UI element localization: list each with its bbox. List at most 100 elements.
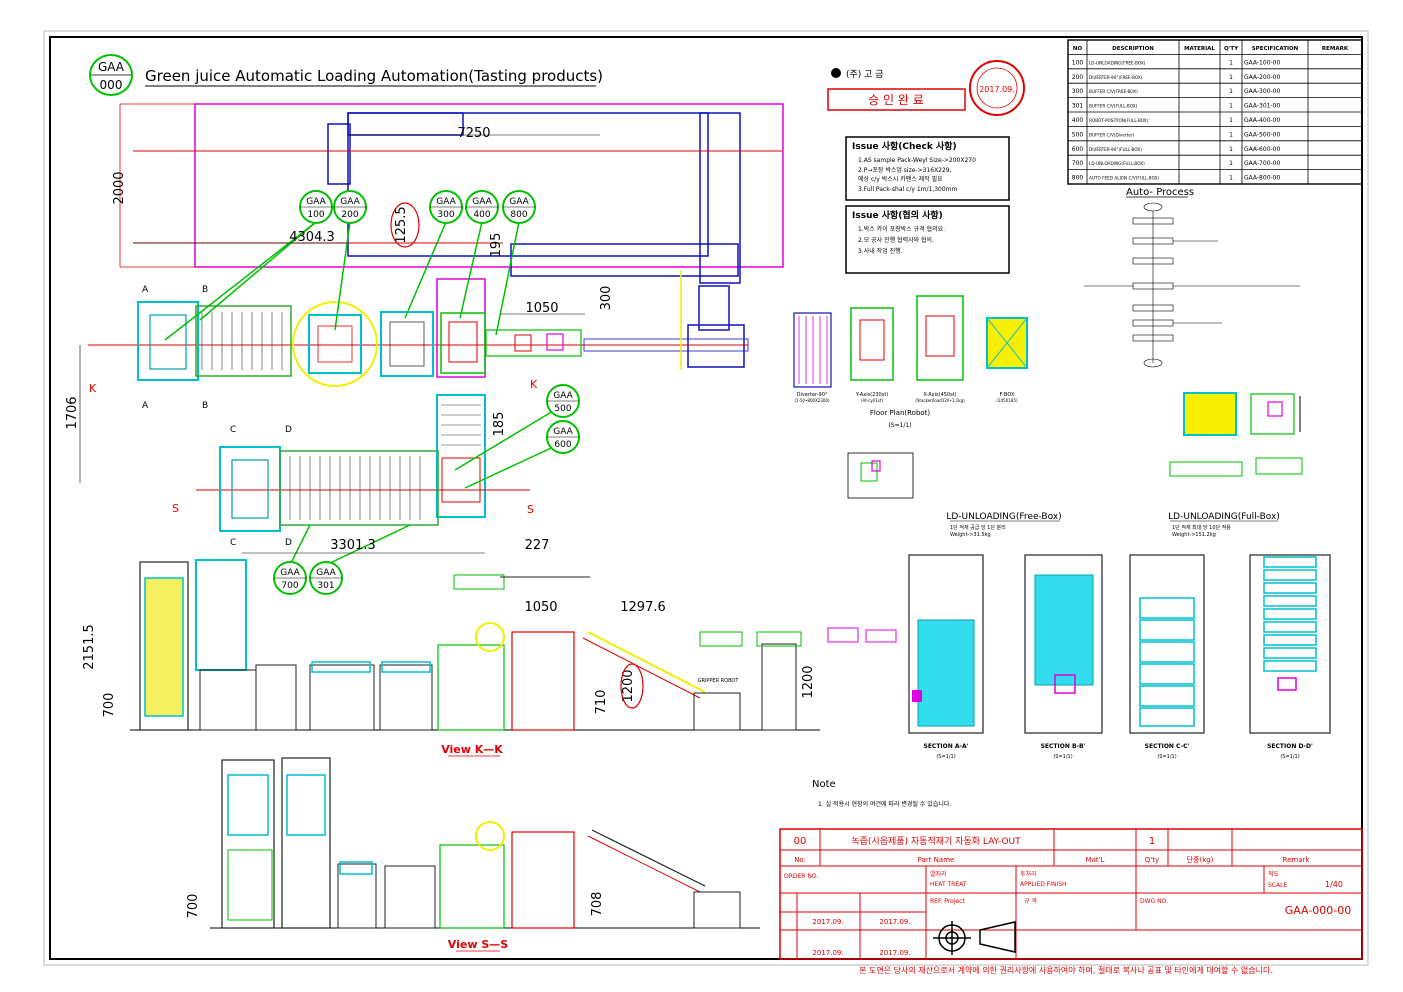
table-cell: 301 xyxy=(1072,103,1084,110)
dim-1706: 1706 xyxy=(65,396,80,429)
tb-rev: 00 xyxy=(794,836,807,847)
section-mark-k-left: K xyxy=(89,382,97,395)
table-cell: GAA-400-00 xyxy=(1244,117,1280,124)
dim-700-k: 700 xyxy=(102,693,117,718)
gaa-callout-prefix: GAA xyxy=(553,391,573,401)
dim-4304: 4304.3 xyxy=(289,230,335,245)
view-s-label: View S—S xyxy=(448,938,508,951)
view-k-label: View K—K xyxy=(441,743,503,756)
table-cell: AUTO FEED ALIGN C/V(FULL-BOX) xyxy=(1089,176,1159,181)
section-markers: A A B B C C D D K K S S xyxy=(89,285,538,548)
section-mark-d-bottom: D xyxy=(285,538,292,548)
section-aa-scale: (S=1/1) xyxy=(936,754,955,760)
view-k-dimensions: 2151.5 700 1050 1297.6 1200 710 1200 708… xyxy=(82,600,816,918)
section-mark-s-left: S xyxy=(172,502,179,515)
gaa-callout-number: 600 xyxy=(554,440,571,450)
dim-300: 300 xyxy=(599,286,614,311)
tb-scale: 1/40 xyxy=(1325,880,1343,889)
section-mark-c-top: C xyxy=(230,425,236,435)
table-cell: GAA-600-00 xyxy=(1244,146,1280,153)
table-cell: DIVERTER-90°(FREE-BOX) xyxy=(1089,75,1143,80)
gaa-callout-prefix: GAA xyxy=(280,568,300,578)
section-mark-b-top: B xyxy=(202,285,208,295)
table-cell: GAA-200-00 xyxy=(1244,74,1280,81)
callout-leaders xyxy=(164,221,563,566)
section-bb-scale: (S=1/1) xyxy=(1053,754,1072,760)
unloading-full-title: LD-UNLOADING(Full-Box) xyxy=(1168,512,1280,522)
table-header: NO xyxy=(1073,46,1083,52)
dim-1050-k: 1050 xyxy=(524,600,557,615)
gaa-callout-prefix: GAA xyxy=(509,197,529,207)
robot-caption-1: Diverter-90° xyxy=(797,392,828,398)
issue-agree-line-1: 1.박스 카이 포장박스 규격 협의요. xyxy=(858,225,945,233)
tb-date-1: 2017.09. xyxy=(812,918,843,926)
table-cell: 1 xyxy=(1229,88,1233,95)
table-cell: 700 xyxy=(1072,160,1084,167)
gaa-callout-number: 700 xyxy=(281,581,298,591)
gaa-callout-prefix: GAA xyxy=(436,197,456,207)
table-cell: BUFFER C/V(Diverter) xyxy=(1089,132,1135,137)
table-cell: GAA-800-00 xyxy=(1244,175,1280,182)
unloading-full-note2: Weight->151.2kg xyxy=(1172,532,1216,538)
table-cell: LO-UNLOADING(FREE-BOX) xyxy=(1089,60,1146,65)
company-name: (주) 고 금 xyxy=(846,69,884,80)
issue-agree-heading: Issue 사항(협의 사항) xyxy=(852,209,943,221)
issue-check-line-3: 에상 c/y 박스시 카팬스 제작 필요 xyxy=(858,175,943,183)
title-block xyxy=(779,828,1363,960)
section-mark-c-bottom: C xyxy=(230,538,236,548)
table-header: MATERIAL xyxy=(1184,46,1215,52)
gaa-callout-500: GAA 500 xyxy=(546,384,580,418)
table-cell: 1 xyxy=(1229,117,1233,124)
gaa-callout-600: GAA 600 xyxy=(546,420,580,454)
gaa-callout-number: 500 xyxy=(554,404,571,414)
dim-227: 227 xyxy=(525,538,550,553)
section-dd-label: SECTION D-D' xyxy=(1267,743,1313,750)
tb-finish-ko: 후처리 xyxy=(1020,870,1037,878)
table-header: Q'TY xyxy=(1224,46,1239,52)
table-cell: 1 xyxy=(1229,74,1233,81)
tb-standard: 규 격 xyxy=(1024,898,1037,905)
tb-date-2: 2017.09. xyxy=(879,918,910,926)
gaa-callout-700: GAA 700 xyxy=(273,561,307,595)
table-cell: 1 xyxy=(1229,175,1233,182)
unloading-free-note2: Weight->31.5kg xyxy=(950,532,991,538)
robot-caption-3: X-Axis(450st) xyxy=(923,392,956,398)
tb-ref-project: REF. Project xyxy=(930,898,965,905)
dim-1200-a: 1200 xyxy=(621,669,636,702)
dim-1050-top: 1050 xyxy=(525,301,558,316)
issue-check-line-4: 3.Full Pack-shal c/y 1m/1,300mm xyxy=(858,186,958,193)
table-cell: GAA-300-00 xyxy=(1244,88,1280,95)
view-s-s: View S—S xyxy=(210,757,760,952)
table-cell: GAA-500-00 xyxy=(1244,131,1280,138)
table-cell: ROBOT-POSITION(FULL-BOX) xyxy=(1089,118,1149,123)
robot-detail-views: Diverter-90° (1-50•800X2300) Y-Axis(230s… xyxy=(793,295,1303,499)
table-cell: DIVERTER-90°(FULL-BOX) xyxy=(1089,147,1142,152)
plan-dimensions: 7250 2000 4304.3 125.5 195 1050 300 1706… xyxy=(65,126,614,553)
seal-date: 2017.09. xyxy=(979,85,1015,94)
gripper-robot-caption: GRIPPER ROBOT xyxy=(698,678,740,684)
section-mark-a-bottom: A xyxy=(142,401,149,411)
table-cell: GAA-301-00 xyxy=(1244,103,1280,110)
tb-date-4: 2017.09. xyxy=(879,949,910,957)
gaa-callout-number: 100 xyxy=(307,210,324,220)
table-header: SPECIFICATION xyxy=(1252,46,1299,52)
unloading-full-note1: 1단 적재 최대 당 10단 적용 xyxy=(1172,524,1231,531)
robot-subcaption-4: (245X185) xyxy=(996,398,1018,403)
tb-label-remark: Remark xyxy=(1283,856,1311,864)
approval-stamp xyxy=(827,88,966,111)
table-cell: GAA-100-00 xyxy=(1244,59,1280,66)
dim-185: 185 xyxy=(492,412,507,437)
dim-700-s: 700 xyxy=(186,894,201,919)
dim-708: 708 xyxy=(590,892,605,917)
dim-125: 125.5 xyxy=(394,206,409,243)
tb-finish: APPLIED FINISH xyxy=(1020,881,1067,888)
section-mark-k-right: K xyxy=(530,378,538,391)
unloading-sections: LD-UNLOADING(Free-Box) 1단 적재 공급 당 1단 분리 … xyxy=(908,512,1331,760)
gaa-callout-prefix: GAA xyxy=(340,197,360,207)
section-mark-d-top: D xyxy=(285,425,292,435)
table-cell: 1 xyxy=(1229,59,1233,66)
gaa-callout-prefix: GAA xyxy=(553,427,573,437)
